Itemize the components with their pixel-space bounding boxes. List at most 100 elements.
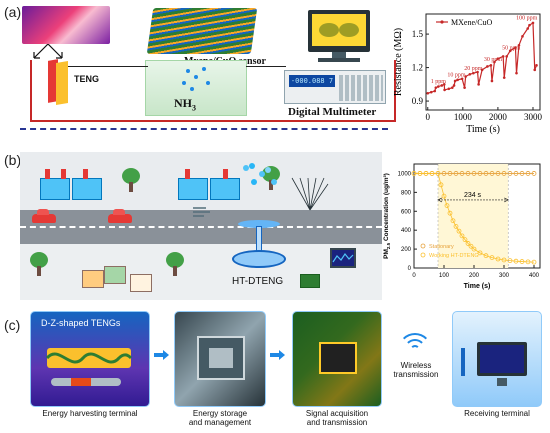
data-point xyxy=(495,256,501,262)
label-and-transmission: and transmission xyxy=(306,418,368,427)
data-point xyxy=(533,68,537,72)
data-point xyxy=(486,65,489,68)
data-point xyxy=(460,77,464,81)
data-point xyxy=(447,171,453,176)
data-point xyxy=(453,224,459,229)
tree-icon xyxy=(166,252,184,276)
legend-label: Working HT-DTENG xyxy=(429,253,479,259)
factory-icon xyxy=(178,169,208,200)
data-point xyxy=(459,233,465,239)
data-point xyxy=(519,259,525,264)
nh3-chamber xyxy=(145,60,247,116)
panel-a-letter: (a) xyxy=(4,4,22,20)
y-tick-label: 400 xyxy=(401,228,412,234)
data-point xyxy=(453,79,457,83)
data-point xyxy=(493,60,496,64)
data-point xyxy=(447,87,451,91)
data-point xyxy=(489,255,495,260)
energy-harvesting-card: D-Z-shaped TENGs xyxy=(30,311,150,407)
digital-multimeter: -000.088 7 xyxy=(284,70,386,104)
data-point xyxy=(434,86,438,89)
data-point xyxy=(429,171,435,176)
processor-icon xyxy=(319,342,357,374)
data-point xyxy=(515,71,518,75)
x-tick-label: 200 xyxy=(469,273,480,279)
data-point xyxy=(501,55,505,58)
ht-dteng-label: HT-DTENG xyxy=(232,276,284,287)
x-tick-label: 1000 xyxy=(454,112,473,122)
y-tick-label: 0 xyxy=(408,266,412,272)
concentration-annotation: 1 ppm xyxy=(431,79,447,85)
chip-icon xyxy=(197,336,245,380)
x-tick-label: 100 xyxy=(439,273,450,279)
data-point xyxy=(471,171,477,176)
monitor-icon xyxy=(308,10,370,52)
data-point xyxy=(528,23,531,27)
y-tick-label: 1000 xyxy=(398,171,412,177)
response-time-annotation: 234 s xyxy=(464,192,482,199)
data-point xyxy=(450,218,456,224)
tree-icon xyxy=(122,168,140,192)
y-tick-label: 600 xyxy=(401,209,412,215)
data-point xyxy=(447,210,453,216)
panel-c-letter: (c) xyxy=(4,317,21,333)
data-point xyxy=(489,171,495,176)
car-icon xyxy=(108,209,132,223)
y-tick-label: 1.5 xyxy=(412,29,424,39)
legend-marker xyxy=(440,20,444,24)
house-icon xyxy=(130,274,152,292)
concentration-annotation: 50 ppm xyxy=(502,46,521,52)
concentration-annotation: 20 ppm xyxy=(464,66,483,72)
meter-label: Digital Multimeter xyxy=(288,106,377,118)
data-point xyxy=(483,171,489,176)
ht-dteng-device xyxy=(232,250,286,268)
x-tick-label: 0 xyxy=(426,112,431,122)
data-point xyxy=(459,171,465,176)
y-tick-label: 800 xyxy=(401,190,412,196)
data-point xyxy=(477,171,483,176)
label-energy-storage: Energy storage xyxy=(192,409,248,418)
data-point xyxy=(495,171,501,176)
data-point xyxy=(519,171,525,176)
teng-label: TENG xyxy=(74,74,100,84)
x-tick-label: 3000 xyxy=(524,112,543,122)
expand-arrows-icon xyxy=(33,44,63,59)
receiving-terminal-card xyxy=(452,311,542,407)
monitor-icon xyxy=(477,342,527,376)
data-point xyxy=(411,171,417,176)
data-point xyxy=(514,46,517,49)
label-signal-acquisition: Signal acquisition xyxy=(305,409,369,418)
y-tick-label: 200 xyxy=(401,247,412,253)
data-point xyxy=(423,171,429,176)
label-and-management: and management xyxy=(188,418,252,427)
tree-icon xyxy=(30,252,48,276)
data-point xyxy=(435,171,441,176)
factory-icon xyxy=(210,169,240,200)
label-wireless: Wireless xyxy=(400,361,432,370)
plot-frame xyxy=(425,13,541,111)
filter-fibers-icon xyxy=(291,177,329,211)
y-tick-label: 1.2 xyxy=(412,63,423,73)
arrow-right-icon xyxy=(504,197,509,203)
x-tick-label: 2000 xyxy=(489,112,508,122)
data-point xyxy=(490,79,494,83)
data-point xyxy=(465,241,471,246)
label-energy-harvesting: Energy harvesting terminal xyxy=(42,409,138,418)
concentration-annotation: 10 ppm xyxy=(447,73,466,79)
data-point xyxy=(462,237,468,243)
label-transmission: transmission xyxy=(393,370,439,379)
data-point xyxy=(483,253,489,259)
data-point xyxy=(505,55,508,58)
panel-b: (b) HT-DTENG xyxy=(0,148,550,303)
building-icon xyxy=(82,270,104,288)
data-point xyxy=(436,85,440,88)
data-point xyxy=(456,228,462,234)
data-point xyxy=(517,43,521,47)
data-point xyxy=(480,68,484,72)
particles-icon xyxy=(243,163,277,185)
data-point xyxy=(451,86,454,89)
x-axis-label: Time (s) xyxy=(466,124,500,135)
concentration-annotation: 30 ppm xyxy=(484,57,503,63)
